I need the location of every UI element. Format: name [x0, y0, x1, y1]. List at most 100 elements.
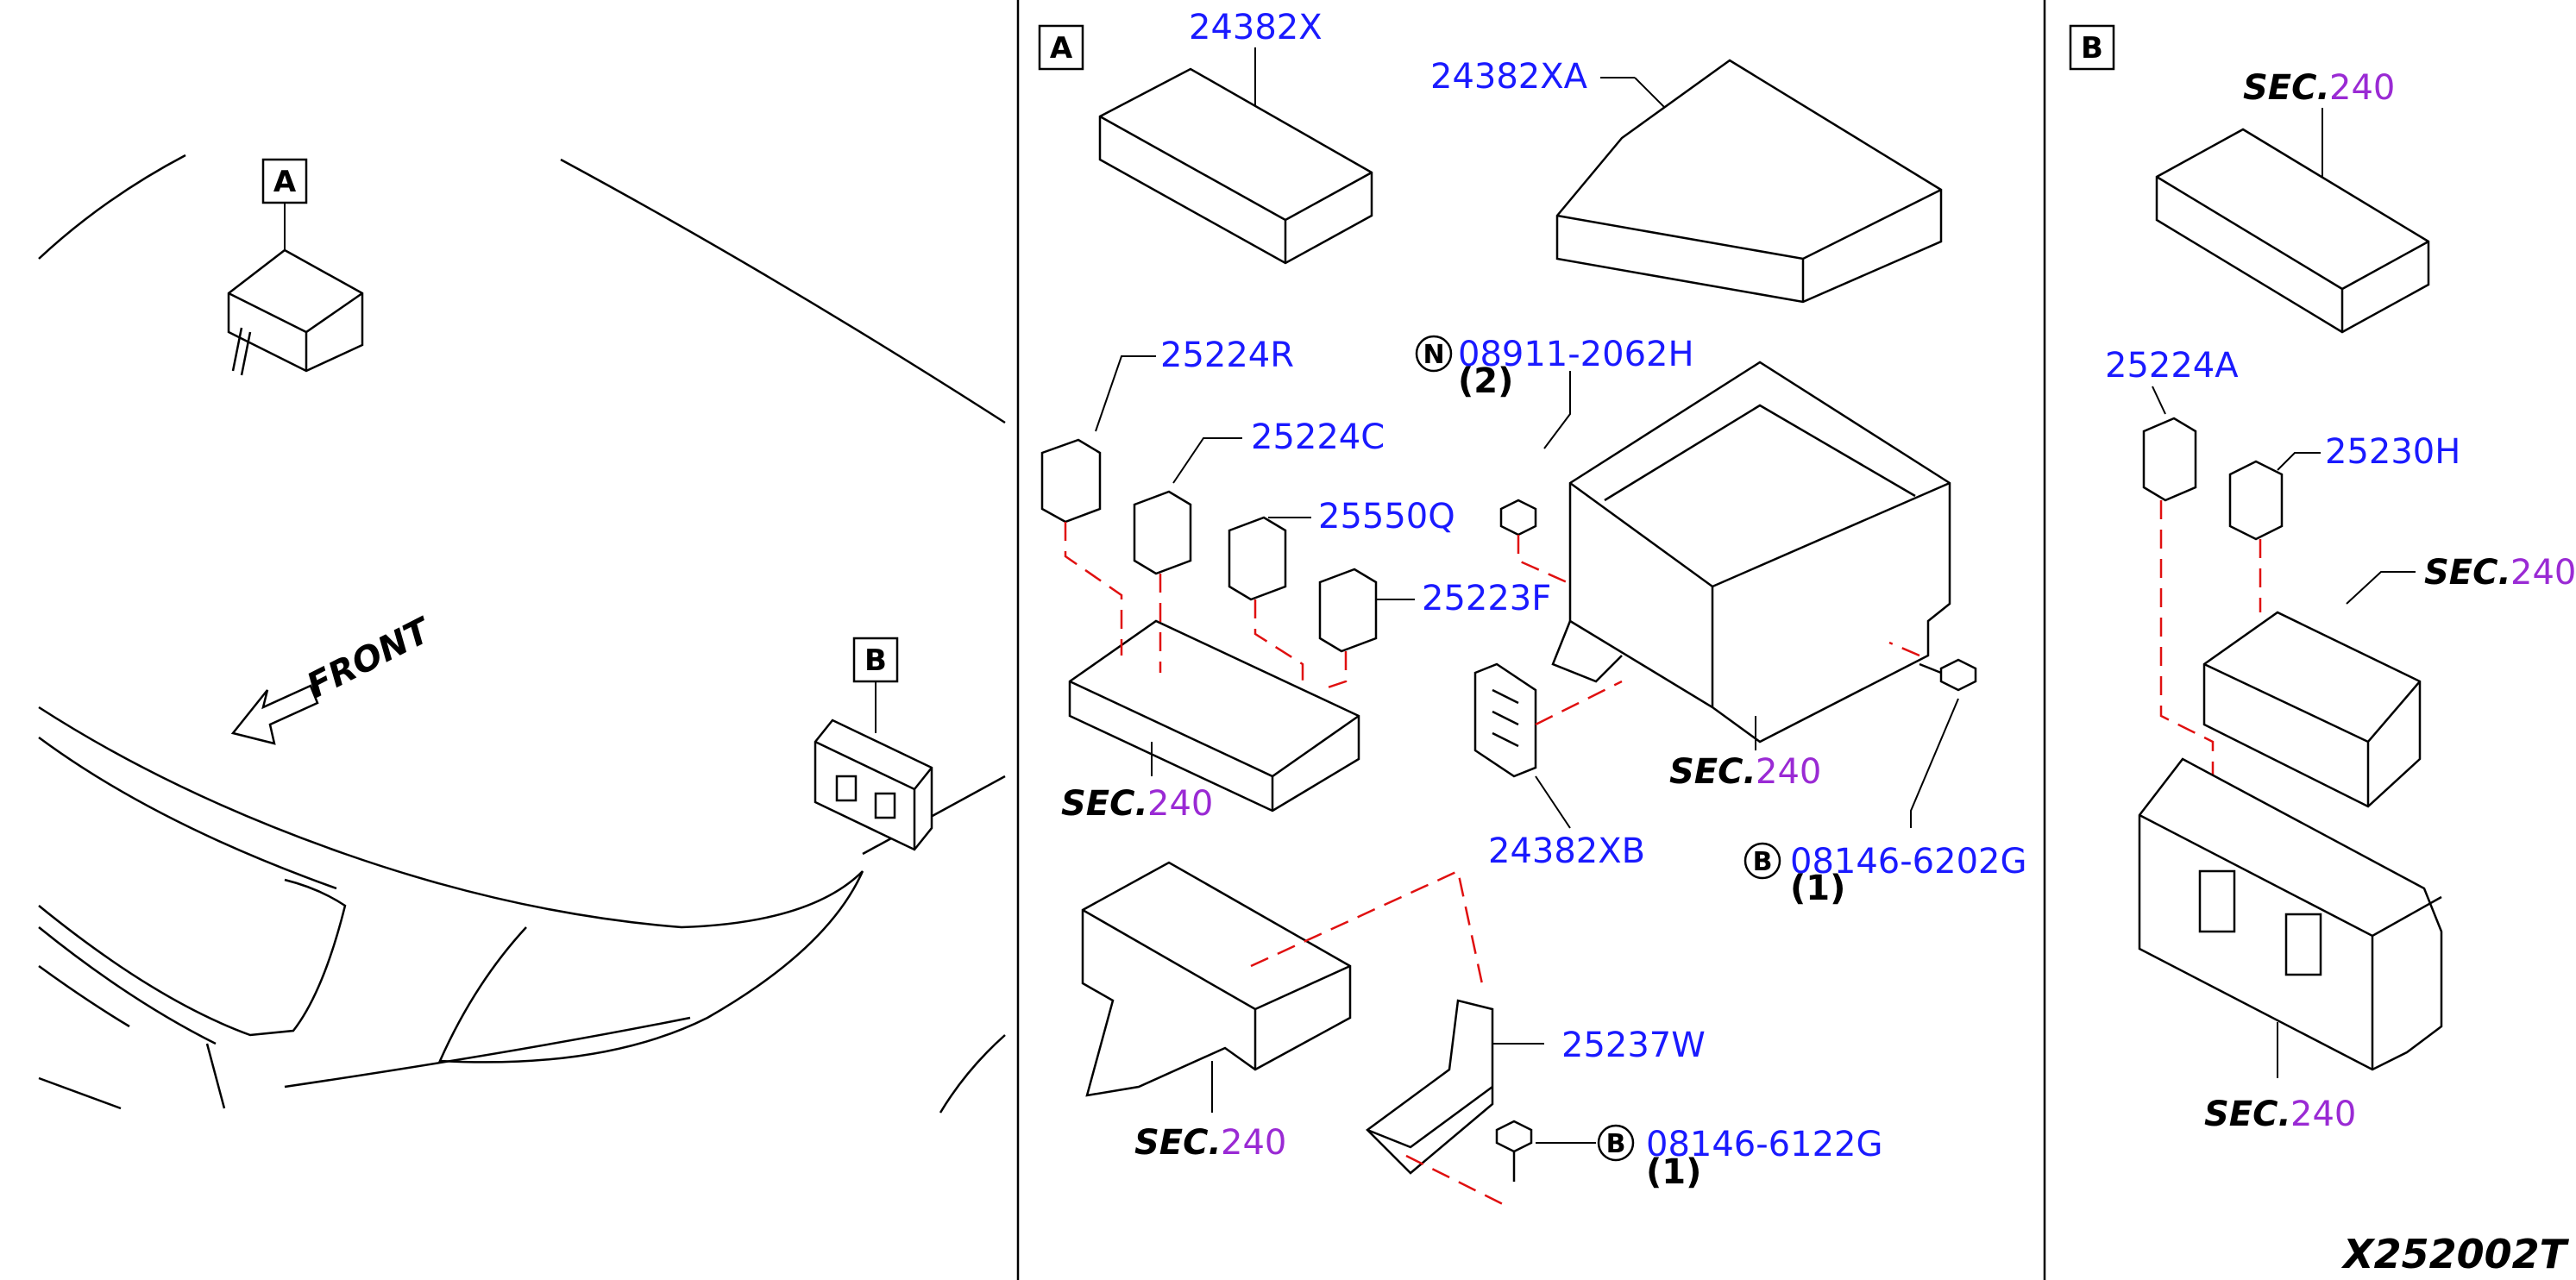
dash-nut [1517, 535, 1597, 597]
lower-bracket [1081, 861, 1352, 1097]
dash-25224A [2159, 500, 2215, 802]
bolt1-symbol: B [1753, 847, 1773, 877]
callout-a-box [261, 158, 308, 204]
label-25550Q: 25550Q [1318, 497, 1455, 536]
relay-holder-edges [2203, 662, 2421, 806]
panel-a-label: A [1050, 31, 1073, 66]
part-25237W [1366, 999, 1494, 1175]
vehicle-overview: A B FRONT [38, 154, 1006, 1114]
bolt-08146-6122G-head [1495, 1120, 1533, 1153]
dash-bolt2 [1405, 1154, 1511, 1209]
callout-a-text: A [273, 165, 297, 199]
bolt-08146-6202G-head [1939, 658, 1977, 692]
label-nut-part: 08911-2062H [1458, 335, 1694, 374]
leader-25224A [2152, 386, 2166, 415]
relay-25223F [1318, 568, 1378, 653]
front-label: FRONT [301, 610, 439, 706]
plate-25237W [1366, 999, 1494, 1175]
fusebox-a-brackets [231, 327, 252, 376]
fusebox-a-mini [227, 248, 364, 376]
fusebox-b-window-1 [835, 775, 858, 802]
relay-block [1068, 619, 1360, 813]
fender-line-2 [939, 1034, 1006, 1114]
part-24382XA-cover [1555, 59, 1943, 304]
dash-25223F [1319, 651, 1348, 692]
nut-08911 [1499, 499, 1537, 536]
lower-bracket-body [1081, 861, 1352, 1097]
wire-to-b [862, 775, 1006, 856]
label-bolt2-part: 08146-6122G [1646, 1125, 1882, 1164]
label-25224C: 25224C [1251, 417, 1385, 457]
cover-24382XA-body [1555, 59, 1943, 304]
housing-inner-rim [1604, 404, 1916, 502]
label-bolt1-part: 08146-6202G [1790, 842, 2026, 882]
label-25230H: 25230H [2325, 432, 2460, 472]
sec-num-lower: 240 [1221, 1123, 1286, 1163]
leader-bolt1 [1910, 698, 1959, 828]
label-25237W: 25237W [1561, 1026, 1706, 1065]
fusebox-b-body [814, 718, 933, 851]
bolt-08146-6202G-shank [1919, 662, 1942, 675]
bracket-24382XB [1473, 662, 1537, 778]
bumper-line-2 [38, 964, 130, 1028]
part-b-lower-box [2138, 757, 2443, 1071]
lower-bracket-edges [1082, 908, 1351, 1070]
label-25224A: 25224A [2105, 346, 2239, 386]
relay-25230H [2228, 460, 2284, 541]
sec-num-b-top: 240 [2329, 68, 2395, 108]
dash-24382XB [1535, 680, 1623, 726]
label-24382X: 24382X [1189, 8, 1323, 47]
bumper-line-4 [205, 1043, 226, 1109]
callout-b-box [852, 637, 899, 683]
bracket-24382XB-slots [1492, 688, 1519, 748]
hood-edge [38, 706, 864, 929]
fusebox-b-edges [814, 740, 933, 850]
bolt2-symbol-circle [1597, 1124, 1635, 1162]
bolt2-symbol: B [1606, 1129, 1626, 1159]
fusebox-b-window-2 [874, 792, 896, 819]
leader-25224R [1095, 355, 1156, 432]
front-arrow-icon [230, 684, 319, 745]
panel-b: B SEC. 240 25224A 25230H SEC. 240 [2069, 24, 2576, 1134]
cover-24382X-edges [1099, 115, 1373, 263]
relay-block-edges [1069, 680, 1360, 811]
dash-25224R [1064, 522, 1123, 656]
panel-b-box [2069, 24, 2115, 71]
nut-symbol-circle [1415, 335, 1453, 373]
part-b-cover [2155, 128, 2430, 334]
plate-25237W-edge [1367, 1085, 1493, 1149]
housing-bracket [1551, 620, 1623, 683]
hood-line-1 [38, 154, 186, 260]
bolt1-symbol-circle [1744, 842, 1781, 880]
panel-a-box [1038, 24, 1084, 71]
relay-25224A [2142, 417, 2197, 502]
lower-box-edges [2139, 813, 2442, 1070]
diagram-code: X252002T [2340, 1231, 2570, 1277]
leader-25224C [1172, 437, 1242, 484]
sec-num-b-lower: 240 [2290, 1095, 2356, 1134]
cover-24382XA-edges [1556, 188, 1942, 302]
bolt1-qty: (1) [1790, 869, 1845, 908]
cover-24382X-body [1098, 67, 1373, 265]
sec-label-lower: SEC. [1134, 1123, 1222, 1163]
housing-edges [1569, 481, 1951, 707]
callout-b-text: B [864, 643, 887, 678]
nut-qty: (2) [1458, 361, 1513, 401]
label-25224R: 25224R [1160, 336, 1294, 375]
sec-num-block: 240 [1147, 784, 1213, 824]
lower-box-slot-1 [2198, 869, 2236, 933]
relay-block-body [1068, 619, 1360, 813]
panel-a: A 24382X 24382XA 25224R 25224C 25550Q 25… [1038, 8, 2026, 1209]
part-24382XB [1473, 662, 1537, 778]
lower-box-slot-2 [2284, 913, 2322, 976]
cover-b-body [2155, 128, 2430, 334]
hood-fold [284, 1016, 691, 1089]
sec-label-b-mid: SEC. [2424, 553, 2511, 593]
grille-line [38, 878, 347, 1037]
label-24382XB: 24382XB [1488, 831, 1645, 871]
relay-25224C [1133, 490, 1192, 575]
sec-num-housing: 240 [1756, 752, 1821, 792]
relay-25550Q [1228, 516, 1287, 601]
fender-line [438, 870, 864, 1064]
sec-label-b-top: SEC. [2243, 68, 2330, 108]
